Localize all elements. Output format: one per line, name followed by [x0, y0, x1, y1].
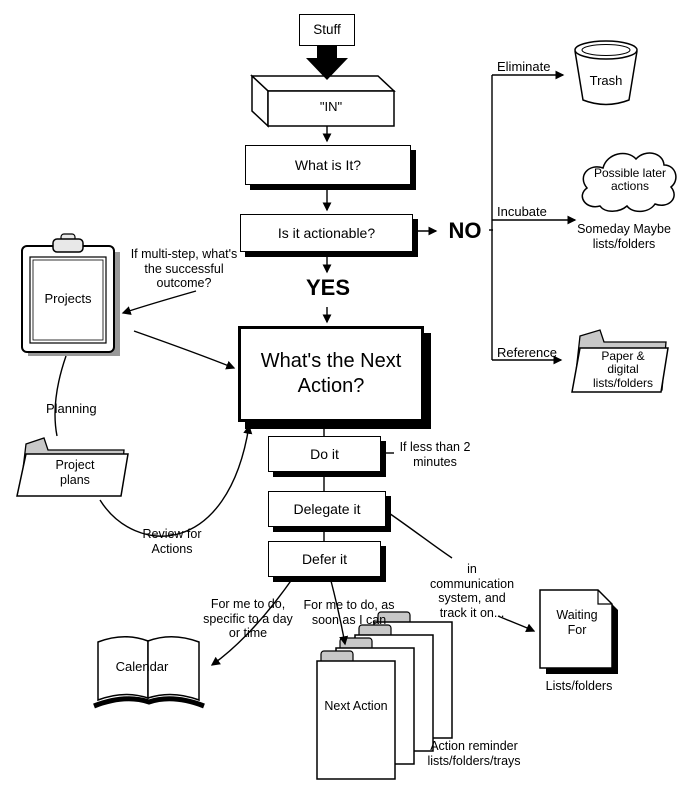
delegate-it-box: Delegate it: [268, 491, 386, 527]
project-plans-folder-icon: [16, 437, 129, 497]
no-label: NO: [448, 218, 482, 243]
stuff-box: Stuff: [299, 14, 355, 46]
actionable-box: Is it actionable?: [240, 214, 413, 252]
review-for-actions-label: Review for Actions: [142, 527, 202, 556]
defer-it-box: Defer it: [268, 541, 381, 577]
communication-note: in communication system, and track it on…: [429, 562, 515, 620]
two-minutes-note: If less than 2 minutes: [399, 440, 471, 469]
incubate-label: Incubate: [497, 204, 547, 219]
projects-clipboard-icon: [21, 233, 120, 356]
reference-folder-icon: [571, 329, 669, 393]
planning-label: Planning: [46, 401, 97, 416]
possible-later-actions-label: Possible later actions: [593, 166, 667, 194]
trash-icon: [574, 40, 638, 106]
next-action-label: Next Action: [324, 699, 388, 713]
cloud-icon: [581, 152, 677, 213]
trash-label: Trash: [589, 73, 623, 88]
do-it-box: Do it: [268, 436, 381, 472]
eliminate-label: Eliminate: [497, 59, 551, 74]
in-tray-label: "IN": [319, 99, 343, 114]
projects-label: Projects: [44, 291, 92, 306]
paper-digital-label: Paper & digital lists/folders: [592, 349, 654, 390]
project-plans-label: Project plans: [55, 458, 95, 487]
next-action-stack-icon: [316, 611, 453, 780]
action-reminder-note: Action reminder lists/folders/trays: [427, 739, 521, 768]
someday-maybe-label: Someday Maybe lists/folders: [577, 222, 671, 251]
asap-note: For me to do, as soon as I can: [303, 598, 395, 627]
reference-label: Reference: [497, 345, 557, 360]
yes-label: YES: [305, 275, 351, 300]
waiting-for-doc-icon: [539, 589, 618, 674]
what-is-it-box: What is It?: [245, 145, 411, 185]
waiting-lists-label: Lists/folders: [545, 679, 613, 693]
calendar-label: Calendar: [115, 659, 169, 674]
multi-step-note: If multi-step, what's the successful out…: [130, 247, 238, 290]
calendar-note: For me to do, specific to a day or time: [203, 597, 293, 640]
next-action-box: What's the Next Action?: [238, 326, 424, 422]
waiting-for-label: Waiting For: [556, 608, 598, 637]
calendar-icon: [93, 636, 205, 709]
in-tray-icon: [250, 74, 396, 128]
stuff-arrow-icon: [306, 45, 348, 80]
